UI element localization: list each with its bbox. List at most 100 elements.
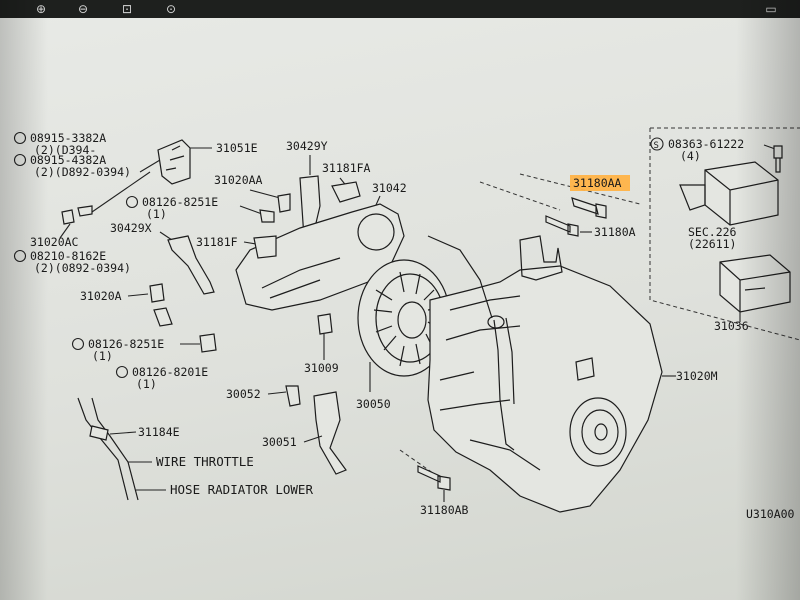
label-08126-8251e-b[interactable]: 08126-8251E — [88, 337, 164, 351]
clip-31181fa — [331, 181, 361, 203]
zoom-fit-icon[interactable]: ⊡ — [121, 2, 133, 16]
guide-line-3 — [399, 449, 441, 479]
label-hose-radiator-lower[interactable]: HOSE RADIATOR LOWER — [170, 482, 313, 497]
torque-converter-hub — [397, 301, 427, 339]
leader-31184e — [109, 431, 137, 435]
viewer-toolbar: ⊕ ⊖ ⊡ ⊙ ▭ — [0, 0, 800, 18]
label-08210-8162e-qty: (2)(0892-0394) — [34, 261, 131, 275]
clip-31181f — [253, 235, 277, 259]
label-30429y[interactable]: 30429Y — [286, 139, 328, 153]
label-wire-throttle[interactable]: WIRE THROTTLE — [156, 454, 254, 469]
label-08915-3382a-qty: (2)(D394- — [34, 143, 96, 157]
label-31180aa-highlight — [570, 175, 630, 191]
dust-cover-31042-part — [235, 203, 405, 311]
label-31181fa[interactable]: 31181FA — [322, 161, 371, 175]
bolt-31020a-2 — [153, 307, 173, 327]
dust-cover-ribs — [261, 257, 341, 299]
screw-08363 — [773, 145, 783, 173]
label-08126-8251e-a[interactable]: 08126-8251E — [142, 195, 218, 209]
dipstick-cable — [427, 235, 493, 319]
figure-code: U310A00 — [746, 507, 795, 521]
bolt-31180a — [545, 215, 579, 237]
ref-marker-b-icon-2 — [125, 195, 139, 209]
label-31020a[interactable]: 31020A — [80, 289, 122, 303]
label-08363-61222[interactable]: 08363-61222 — [668, 137, 744, 151]
transmission-sensor — [575, 357, 595, 381]
label-30052[interactable]: 30052 — [226, 387, 261, 401]
transmission-output-hub — [594, 423, 608, 441]
bracket-31051e-details — [165, 145, 185, 171]
leader-08126-a — [239, 205, 263, 215]
label-31020aa[interactable]: 31020AA — [214, 173, 263, 187]
label-sec226[interactable]: SEC.226 — [688, 225, 737, 239]
bolt-31020ac — [61, 209, 75, 225]
leader-08915 — [139, 159, 161, 173]
label-08915-4382a[interactable]: 08915-4382A — [30, 153, 106, 167]
vehicle-icon[interactable]: ▭ — [765, 2, 777, 16]
release-fork-30051 — [313, 391, 347, 475]
bolt-31020a — [149, 283, 165, 303]
bracket-31051e-part — [157, 139, 191, 185]
label-08126-8201e-qty: (1) — [136, 377, 157, 391]
zoom-out-icon[interactable]: ⊖ — [77, 2, 89, 16]
label-30051[interactable]: 30051 — [262, 435, 297, 449]
transmission-output-flange-inner — [581, 409, 619, 455]
label-30429x[interactable]: 30429X — [110, 221, 152, 235]
bolt-31009 — [317, 313, 333, 335]
leader-31020aa — [249, 189, 281, 199]
label-31036[interactable]: 31036 — [714, 319, 749, 333]
bolt-31180ab — [417, 465, 451, 491]
tcm-unit-edges — [719, 261, 791, 312]
label-31180ab[interactable]: 31180AB — [420, 503, 469, 517]
label-31184e[interactable]: 31184E — [138, 425, 180, 439]
leader-30051 — [303, 435, 323, 443]
ref-marker-b-icon — [13, 249, 27, 263]
leader-31181f — [243, 241, 257, 245]
ref-marker-k-icon-2 — [13, 153, 27, 167]
label-31042[interactable]: 31042 — [372, 181, 407, 195]
bolt-08126-a — [259, 209, 275, 223]
tcm-tab — [679, 184, 706, 211]
label-08126-8201e[interactable]: 08126-8201E — [132, 365, 208, 379]
label-31181f[interactable]: 31181F — [196, 235, 238, 249]
zoom-reset-icon[interactable]: ⊙ — [165, 2, 177, 16]
label-sec226-ref: (22611) — [688, 237, 736, 251]
label-31020ac[interactable]: 31020AC — [30, 235, 79, 249]
zoom-in-icon[interactable]: ⊕ — [35, 2, 47, 16]
throttle-wire-and-hose — [77, 397, 139, 501]
tcm-bracket-part — [704, 161, 779, 226]
label-30050[interactable]: 30050 — [356, 397, 391, 411]
transmission-dipstick-tube — [493, 317, 515, 451]
bolt-30052 — [285, 385, 301, 407]
label-31180aa[interactable]: 31180AA — [573, 176, 622, 190]
ref-marker-s-icon — [650, 137, 664, 151]
label-08915-4382a-qty: (2)(D892-0394) — [34, 165, 131, 179]
tcm-unit-part — [719, 254, 791, 313]
label-08210-8162e[interactable]: 08210-8162E — [30, 249, 106, 263]
label-31009[interactable]: 31009 — [304, 361, 339, 375]
washer-08915 — [77, 205, 93, 217]
ref-marker-k-icon — [13, 131, 27, 145]
transmission-casing-lines — [439, 295, 541, 471]
label-08915-3382a[interactable]: 08915-3382A — [30, 131, 106, 145]
guide-line-1 — [479, 181, 561, 211]
label-31051e[interactable]: 31051E — [216, 141, 258, 155]
ecu-section-border — [649, 128, 800, 341]
leader-31020ac — [59, 223, 71, 239]
label-08126-8251e-a-qty: (1) — [146, 207, 167, 221]
clip-31184e — [89, 425, 109, 441]
label-31180a[interactable]: 31180A — [594, 225, 636, 239]
leader-30429x — [159, 231, 173, 241]
ref-marker-s-letter: S — [654, 141, 659, 151]
ref-marker-b-icon-4 — [115, 365, 129, 379]
bolt-31180aa — [571, 197, 607, 219]
label-31020m[interactable]: 31020M — [676, 369, 718, 383]
transmission-31020m-part — [427, 265, 663, 513]
leader-08915-b — [91, 171, 151, 213]
tcm-bracket-edges — [704, 169, 779, 225]
label-08126-8251e-b-qty: (1) — [92, 349, 113, 363]
bolt-31020aa — [277, 193, 291, 213]
bracket-30429x-part — [167, 235, 215, 295]
